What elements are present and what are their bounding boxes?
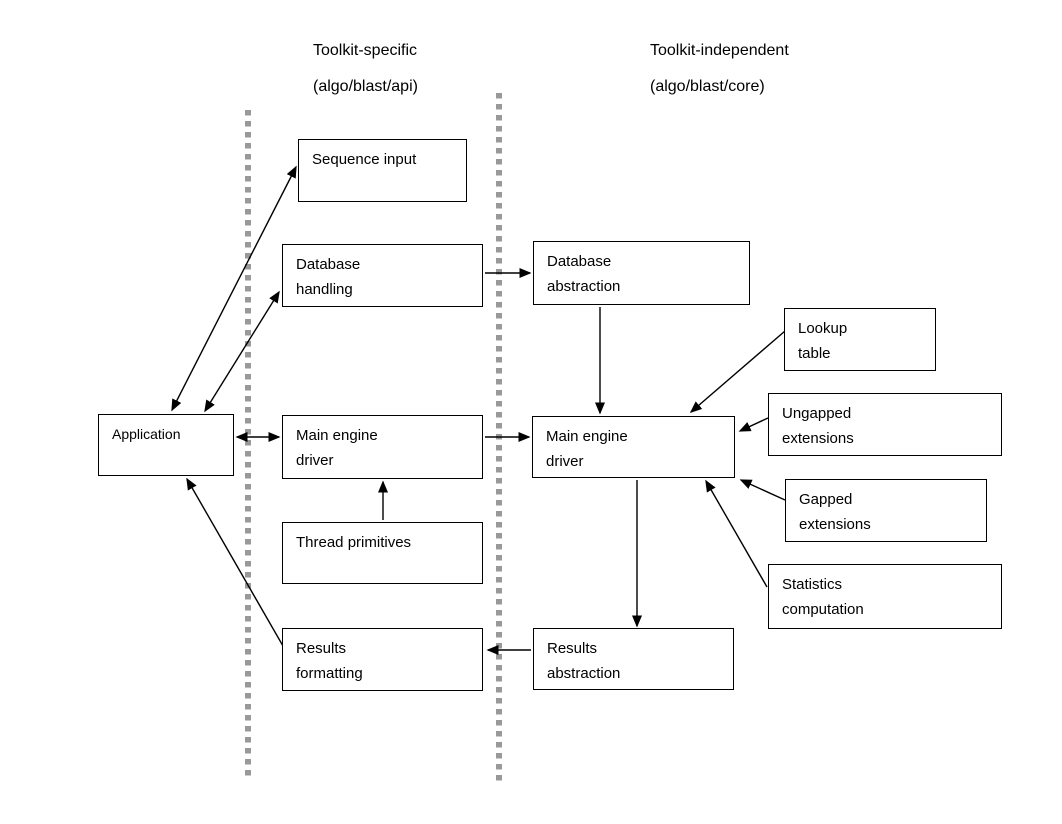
node-label: Statistics computation [782,576,864,618]
node-label: Ungapped extensions [782,405,854,447]
column-subtitle: (algo/blast/api) [313,78,418,95]
node-gapped-extensions: Gapped extensions [785,479,987,542]
edge-gapped-extensions-core-driver [739,479,786,501]
node-database-abstraction: Database abstraction [533,241,750,305]
column-subtitle: (algo/blast/core) [650,78,765,95]
edge-results-formatting-application [186,477,284,647]
node-sequence-input: Sequence input [298,139,467,202]
edge-application-database-handling [204,290,280,413]
column-header-toolkit-specific: Toolkit-specific (algo/blast/api) [313,33,418,105]
edge-lookup-table-core-driver [689,330,786,413]
node-label: Gapped extensions [799,491,871,533]
edge-application-sequence-input [171,165,297,412]
node-application: Application [98,414,234,476]
node-label: Sequence input [312,151,417,168]
node-label: Main engine driver [296,427,378,469]
edge-ungapped-extensions-core-driver [738,417,769,432]
column-title: Toolkit-independent [650,42,789,59]
node-statistics-computation: Statistics computation [768,564,1002,629]
node-label: Thread primitives [296,534,412,551]
node-database-handling: Database handling [282,244,483,307]
node-label: Results abstraction [547,640,621,682]
column-title: Toolkit-specific [313,42,418,59]
node-results-formatting: Results formatting [282,628,483,691]
node-main-engine-driver-core: Main engine driver [532,416,735,478]
node-label: Results formatting [296,640,363,682]
node-thread-primitives: Thread primitives [282,522,483,584]
edge-statistics-computation-core-driver [705,479,768,588]
node-ungapped-extensions: Ungapped extensions [768,393,1002,456]
node-lookup-table: Lookup table [784,308,936,371]
node-results-abstraction: Results abstraction [533,628,734,690]
node-label: Lookup table [798,320,848,362]
node-label: Database abstraction [547,253,621,295]
node-label: Main engine driver [546,428,628,470]
node-main-engine-driver-api: Main engine driver [282,415,483,479]
node-label: Database handling [296,256,361,298]
column-header-toolkit-independent: Toolkit-independent (algo/blast/core) [650,33,789,105]
node-label: Application [112,426,181,442]
